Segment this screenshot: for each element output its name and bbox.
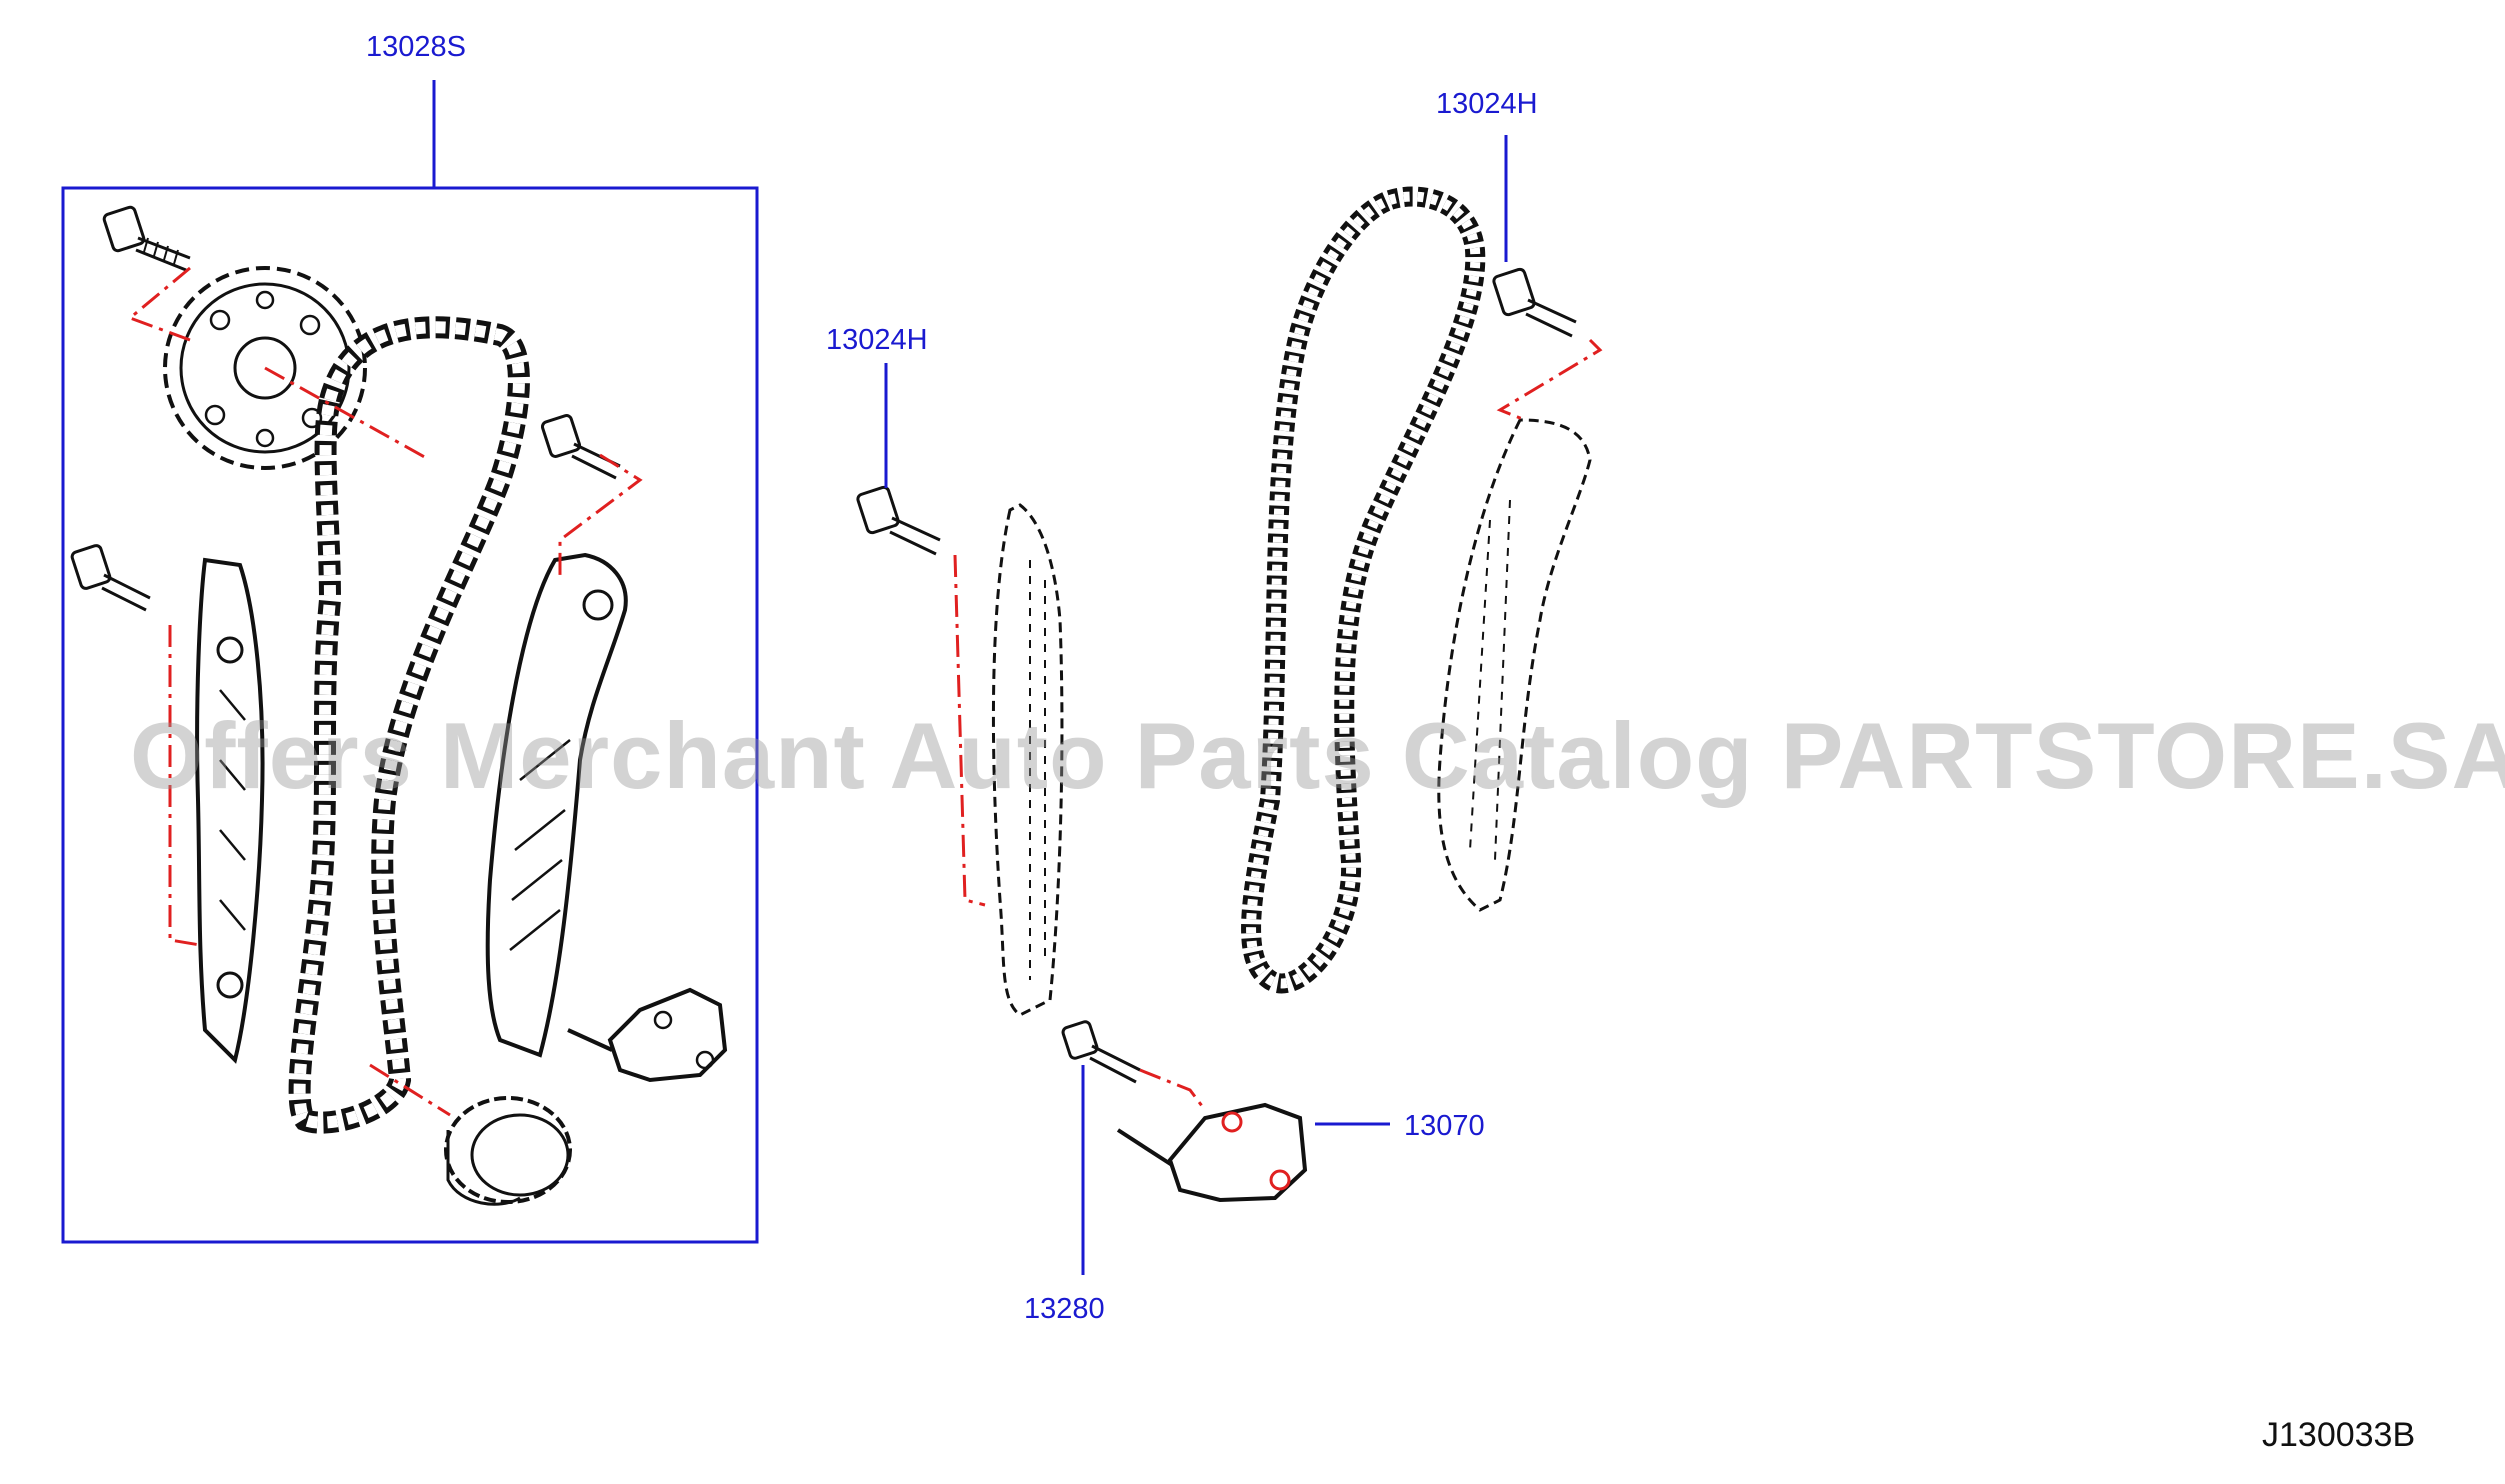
diagram-code: J130033B <box>2262 1416 2416 1454</box>
callout-13024H-top[interactable]: 13024H <box>1436 88 1538 120</box>
kit-center-lines <box>127 266 643 1117</box>
sprocket-bolt <box>102 205 191 272</box>
secondary-timing-chain <box>1241 186 1486 994</box>
kit-box <box>61 186 759 1244</box>
kit-hydraulic-tensioner <box>567 987 728 1083</box>
dashed-tensioner-arm <box>1437 418 1592 912</box>
guide-bolt-right <box>1492 267 1577 338</box>
arm-pivot-bolt <box>540 414 621 480</box>
dashed-chain-guide <box>991 503 1064 1017</box>
callout-13070[interactable]: 13070 <box>1404 1110 1485 1142</box>
callout-13024H-left[interactable]: 13024H <box>826 324 928 356</box>
tensioner-bolt <box>1061 1020 1141 1084</box>
guide-bolt-middle <box>856 485 941 556</box>
callout-13028S[interactable]: 13028S <box>366 31 466 63</box>
kit-left-chain-guide <box>195 557 265 1064</box>
hydraulic-tensioner <box>1116 1102 1308 1203</box>
watermark: Offers Merchant Auto Parts Catalog PARTS… <box>130 703 2505 808</box>
kit-tensioner-arm <box>485 552 628 1058</box>
left-guide-bolt <box>70 544 151 612</box>
leader-lines <box>884 135 1508 1275</box>
callout-13280[interactable]: 13280 <box>1024 1293 1105 1325</box>
right-center-lines <box>953 338 1603 1111</box>
crankshaft-sprocket <box>444 1096 572 1206</box>
